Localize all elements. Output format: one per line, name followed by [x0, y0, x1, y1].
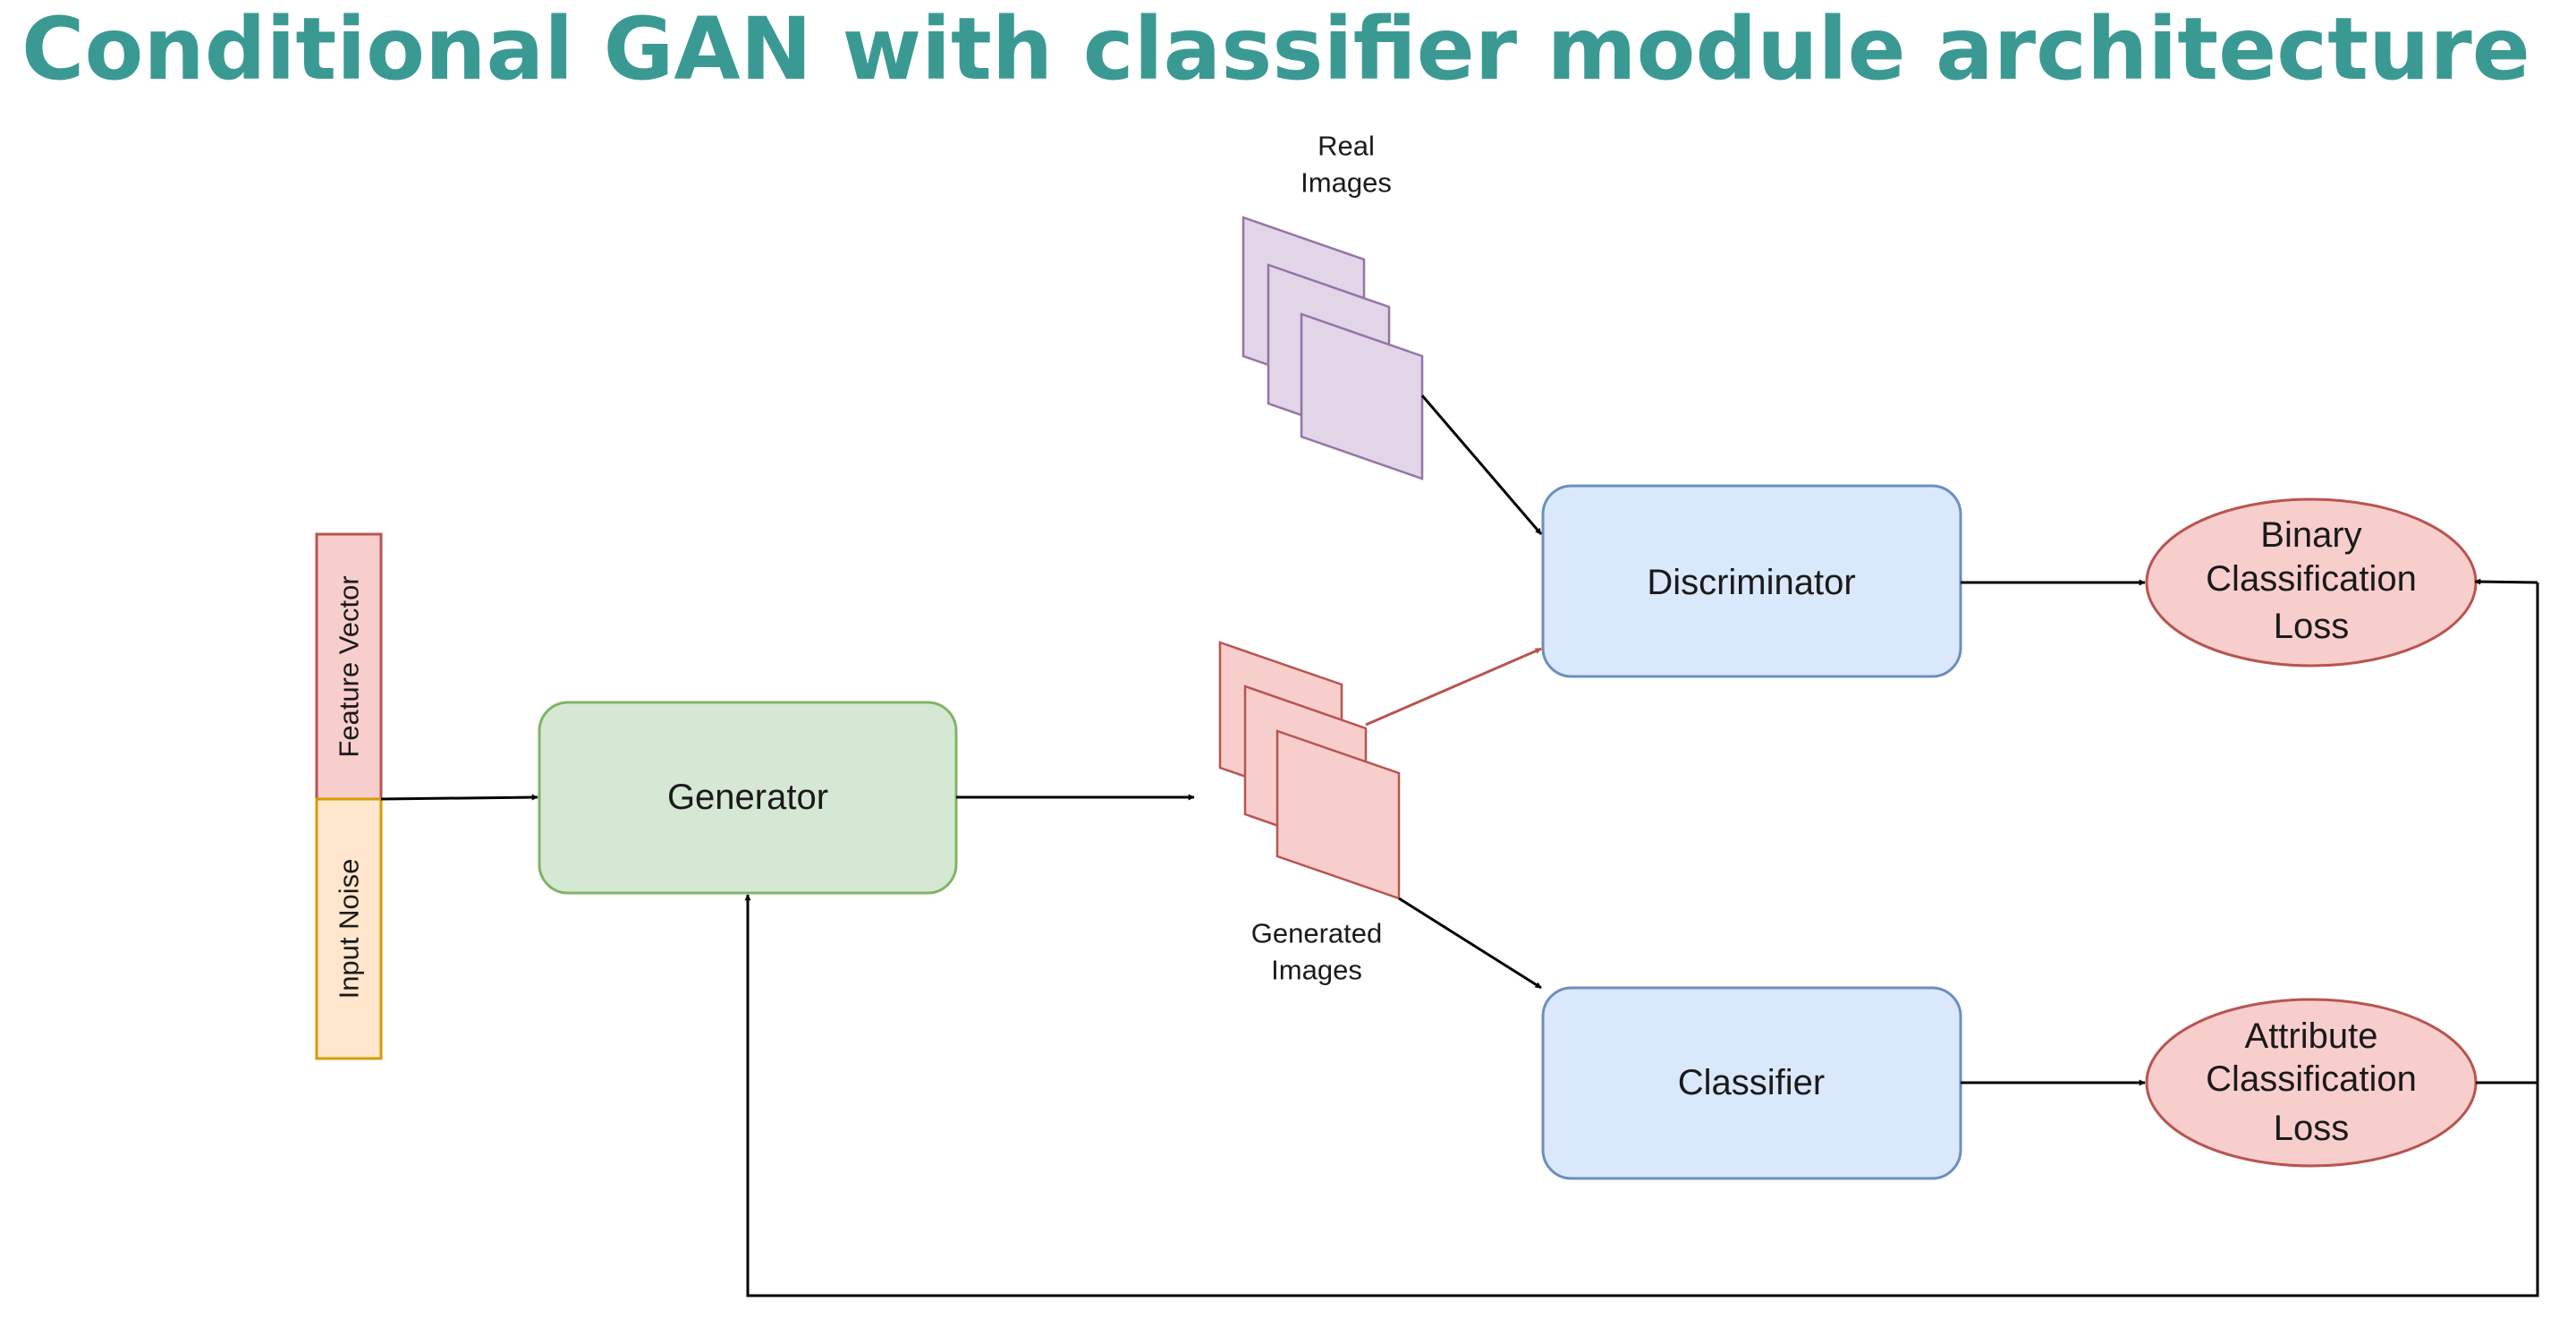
classifier-node: Classifier [1541, 986, 1962, 1180]
generated-image-card [1275, 729, 1401, 900]
binary-loss-label-line2: Classification [2206, 559, 2417, 599]
generated-images-stack: Generated Images [1218, 641, 1401, 986]
generated-images-label-line2: Images [1271, 955, 1362, 986]
attribute-loss-label-line3: Loss [2274, 1109, 2350, 1148]
edge-real-images-to-discriminator [1420, 395, 1543, 535]
real-images-stack: Real Images [1241, 131, 1424, 480]
edge-input-to-generator [380, 794, 538, 801]
binary-loss-label-line1: Binary [2260, 515, 2361, 555]
discriminator-label: Discriminator [1647, 563, 1855, 602]
input-noise-label: Input Noise [334, 859, 365, 999]
edges [380, 395, 2539, 1297]
feature-vector-block [315, 532, 383, 801]
generator-label: Generator [667, 778, 828, 817]
real-images-label-line1: Real [1318, 131, 1375, 162]
real-images-label-line2: Images [1301, 167, 1392, 199]
attribute-classification-loss-node: Attribute Classification Loss [2145, 998, 2478, 1168]
discriminator-node: Discriminator [1541, 484, 1962, 678]
input-noise-block [315, 797, 383, 1060]
feature-vector-label: Feature Vector [334, 575, 365, 757]
attribute-loss-label-line1: Attribute [2245, 1016, 2378, 1056]
classifier-label: Classifier [1678, 1063, 1825, 1102]
binary-loss-label-line3: Loss [2274, 607, 2350, 646]
edge-feedback-to-generator [744, 582, 2539, 1297]
edge-generated-images-to-discriminator [1365, 647, 1542, 727]
page-title: Conditional GAN with classifier module a… [21, 0, 2530, 99]
edge-generated-images-to-classifier [1398, 897, 1542, 990]
generated-images-label-line1: Generated [1251, 918, 1383, 949]
input-vector: Feature Vector Input Noise [315, 532, 383, 1060]
attribute-loss-label-line2: Classification [2206, 1059, 2417, 1099]
generator-node: Generator [538, 701, 958, 895]
real-image-card [1300, 312, 1424, 480]
binary-classification-loss-node: Binary Classification Loss [2145, 497, 2478, 668]
